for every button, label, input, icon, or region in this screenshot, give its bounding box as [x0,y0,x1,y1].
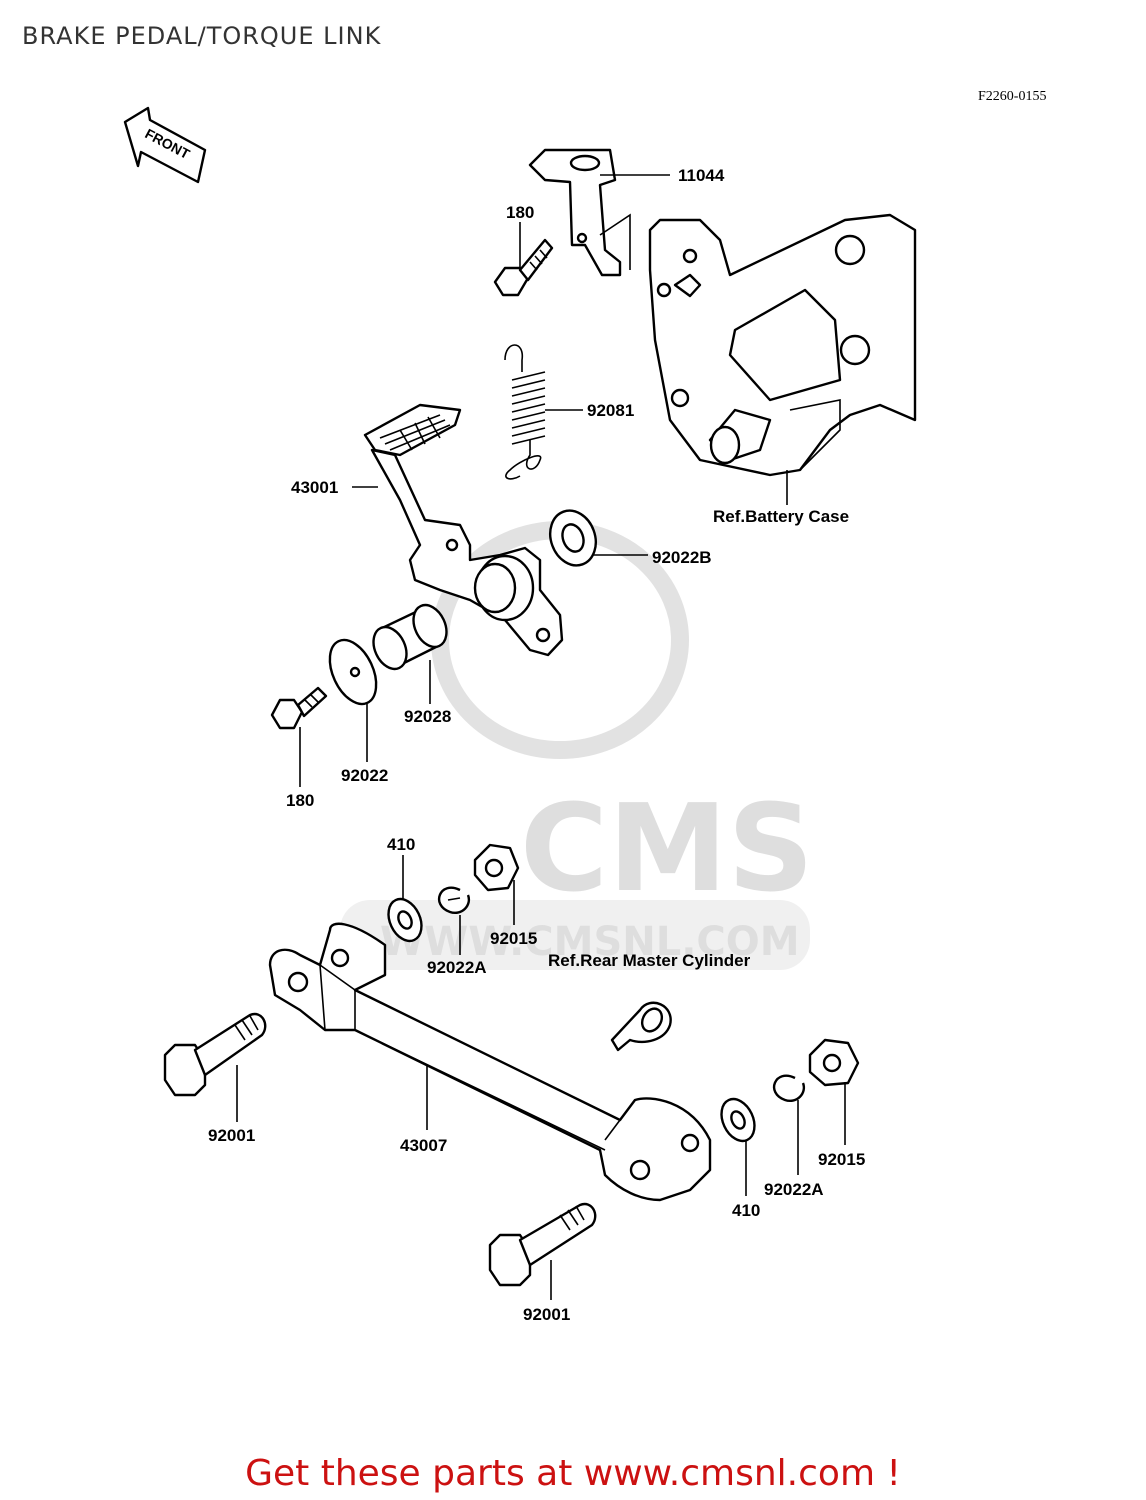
page-title: BRAKE PEDAL/TORQUE LINK [22,22,382,50]
washer-92022 [328,638,378,706]
label-92022A-top: 92022A [427,958,487,977]
washer-410-top [387,897,423,943]
label-ref-battery-case: Ref.Battery Case [713,507,849,526]
label-92001-left: 92001 [208,1126,255,1145]
washer-92022B [549,509,597,567]
footer-link-text[interactable]: Get these parts at www.cmsnl.com ! [245,1453,901,1494]
label-11044: 11044 [678,166,725,185]
label-180-top: 180 [506,203,534,222]
label-43007: 43007 [400,1136,447,1155]
label-180-bottom: 180 [286,791,314,810]
bolt-180-bottom [270,686,328,730]
label-92081: 92081 [587,401,634,420]
nut-92015-top [473,843,520,892]
label-92015-bottom: 92015 [818,1150,865,1169]
cotter-92022A-top [438,886,471,915]
nut-92015-bottom [808,1038,860,1087]
label-92015-top: 92015 [490,929,537,948]
label-92022: 92022 [341,766,388,785]
label-410-bottom: 410 [732,1201,760,1220]
label-92001-bottom: 92001 [523,1305,570,1324]
bolt-92001-left [163,1012,267,1097]
cotter-92022A-bottom [773,1074,806,1103]
master-cylinder-clevis [610,1001,672,1052]
part-labels: 11044 180 92081 43001 Ref.Battery Case 9… [208,166,865,1324]
front-arrow-icon: FRONT [123,106,207,184]
watermark-brand: CMS [520,780,814,919]
watermark-url: WWW.CMSNL.COM [380,919,800,965]
label-92022B: 92022B [652,548,712,567]
label-43001: 43001 [291,478,338,497]
bolt-180-top [493,238,554,297]
washer-410-bottom [720,1097,756,1143]
leader-lines [236,174,846,1300]
bolt-92001-bottom [488,1202,597,1287]
label-410-top: 410 [387,835,415,854]
label-92028: 92028 [404,707,451,726]
battery-case-plate [648,213,917,477]
label-92022A-bottom: 92022A [764,1180,824,1199]
torque-link-43007 [268,922,712,1202]
collar-92028 [372,603,448,671]
bracket-11044 [528,148,631,277]
spring-92081 [504,344,546,480]
figure-id: F2260-0155 [978,89,1047,104]
label-ref-rear-master-cylinder: Ref.Rear Master Cylinder [548,951,751,970]
brake-pedal-43001 [363,403,564,657]
